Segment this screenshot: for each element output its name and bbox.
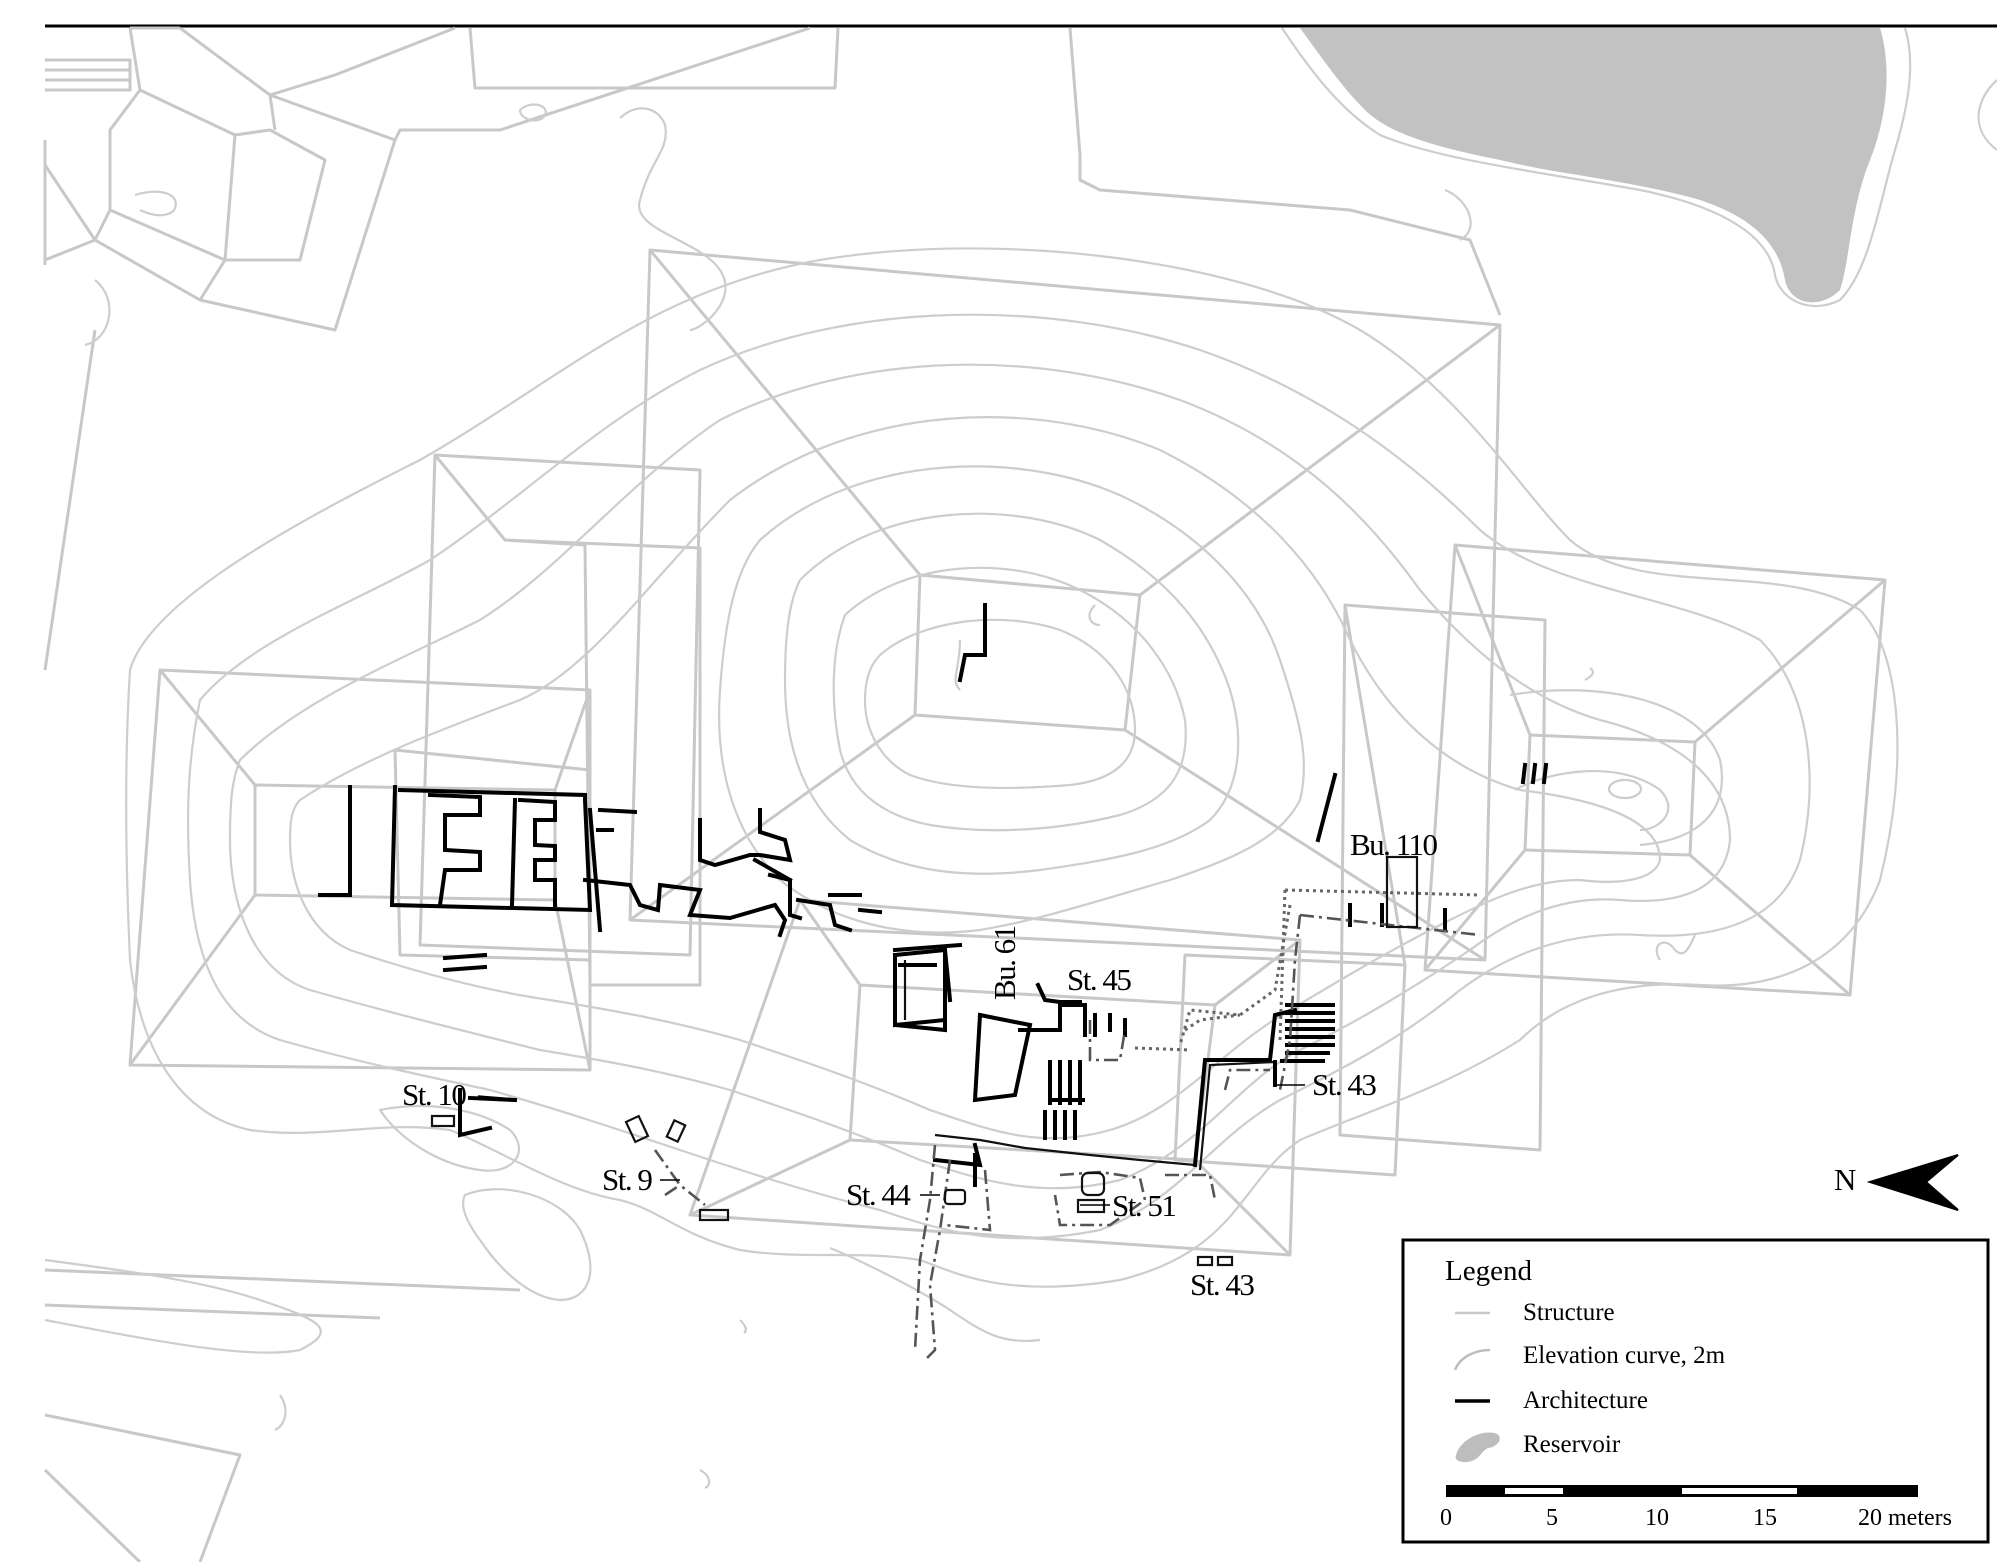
- legend-title: Legend: [1445, 1255, 1532, 1287]
- legend-item-architecture: Architecture: [1523, 1387, 1648, 1414]
- label-st-9: St. 9: [602, 1162, 652, 1197]
- label-st-51: St. 51: [1112, 1188, 1175, 1223]
- label-bu-110: Bu. 110: [1350, 827, 1438, 862]
- scale-tick-10: 10: [1645, 1505, 1669, 1531]
- reservoir-blob-icon: [1455, 1432, 1500, 1463]
- elevation-contours: [44, 103, 1899, 1490]
- scale-tick-15: 15: [1753, 1505, 1777, 1531]
- east-edge-curve: [1977, 79, 1997, 151]
- label-st-45: St. 45: [1067, 962, 1131, 997]
- north-arrow-icon: [1866, 1154, 1959, 1211]
- scale-tick-5: 5: [1546, 1505, 1558, 1531]
- hatched-steps: [1043, 1060, 1085, 1140]
- stela-markers: [430, 1114, 1234, 1267]
- scale-tick-0: 0: [1440, 1505, 1452, 1531]
- reservoir: [1300, 28, 1887, 303]
- legend-item-reservoir: Reservoir: [1523, 1431, 1621, 1458]
- elevation-curve-icon: [1453, 1348, 1491, 1371]
- legend-item-elevation: Elevation curve, 2m: [1523, 1342, 1726, 1369]
- label-leaders: [477, 1084, 1305, 1206]
- structure-outlines: [43, 26, 1887, 1562]
- label-bu-61: Bu. 61: [987, 926, 1022, 1000]
- architecture-lines: [318, 603, 1549, 1187]
- scale-bar: 0 5 10 15 20 meters: [1440, 1485, 1952, 1531]
- north-arrow: N: [1834, 1154, 1959, 1211]
- legend: Legend Structure Elevation curve, 2m Arc…: [1401, 1238, 1990, 1544]
- label-st-10: St. 10: [402, 1077, 466, 1112]
- north-label: N: [1834, 1162, 1856, 1197]
- label-st-43-north: St. 43: [1312, 1067, 1376, 1102]
- reservoir-shoreline: [1281, 27, 1912, 308]
- excavation-outlines: [653, 855, 1481, 1361]
- label-st-44: St. 44: [846, 1177, 911, 1212]
- scale-tick-20: 20 meters: [1858, 1505, 1952, 1531]
- legend-item-structure: Structure: [1523, 1299, 1615, 1326]
- st43-steps: [1280, 1003, 1335, 1063]
- label-st-43-south: St. 43: [1190, 1267, 1254, 1302]
